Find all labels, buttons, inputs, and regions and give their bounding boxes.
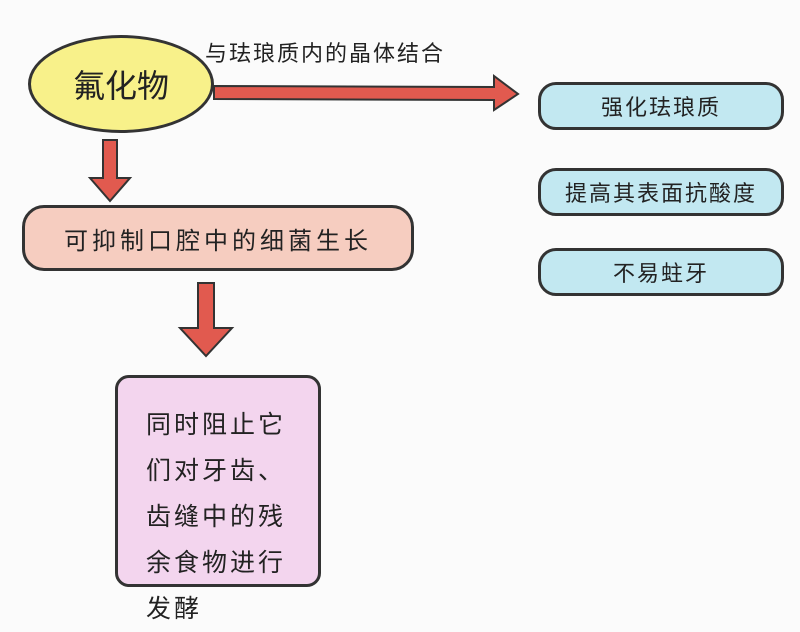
detail-line: 们对牙齿、 [146, 456, 287, 485]
fluoride-node: 氟化物 [28, 35, 214, 133]
effect-node-1: 强化珐琅质 [538, 82, 784, 130]
detail-line: 余食物进行 [146, 548, 287, 577]
detail-line: 同时阻止它 [146, 410, 287, 439]
down-arrow-1 [87, 139, 133, 203]
detail-line: 发酵 [146, 594, 203, 623]
effect-node-3: 不易蛀牙 [538, 248, 784, 296]
inhibit-node: 可抑制口腔中的细菌生长 [22, 205, 414, 271]
fluoride-label: 氟化物 [72, 67, 169, 105]
arrows [87, 74, 520, 358]
detail-node: 同时阻止它 们对牙齿、 齿缝中的残 余食物进行 发酵 [115, 375, 321, 623]
effect-node-2: 提高其表面抗酸度 [538, 168, 784, 216]
down-arrow-2 [177, 282, 235, 358]
right-arrow [213, 74, 520, 112]
edge-label: 与珐琅质内的晶体结合 [205, 42, 446, 67]
detail-line: 齿缝中的残 [146, 502, 287, 531]
